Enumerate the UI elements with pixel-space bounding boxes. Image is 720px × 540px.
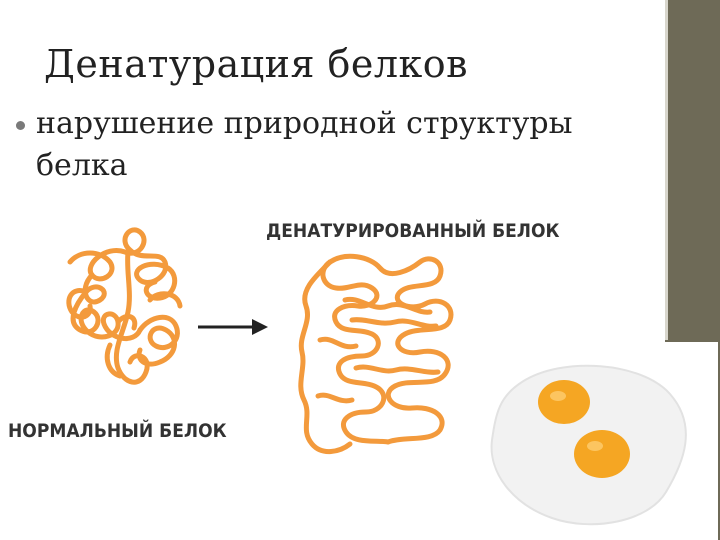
bullet-dot-icon: [16, 121, 25, 130]
denatured-protein-illustration: [298, 253, 454, 454]
bullet-item: нарушение природной структуры белка: [16, 103, 656, 187]
normal-protein-label: НОРМАЛЬНЫЙ БЕЛОК: [8, 420, 227, 442]
fried-eggs-photo: [452, 342, 718, 540]
arrow-icon: [198, 319, 268, 335]
side-accent-line: [665, 0, 668, 340]
denatured-protein-label: ДЕНАТУРИРОВАННЫЙ БЕЛОК: [266, 220, 560, 242]
normal-protein-illustration: [66, 227, 183, 385]
fried-eggs-image: [490, 364, 687, 526]
bullet-text: нарушение природной структуры белка: [36, 106, 573, 183]
slide-title: Денатурация белков: [44, 42, 469, 86]
